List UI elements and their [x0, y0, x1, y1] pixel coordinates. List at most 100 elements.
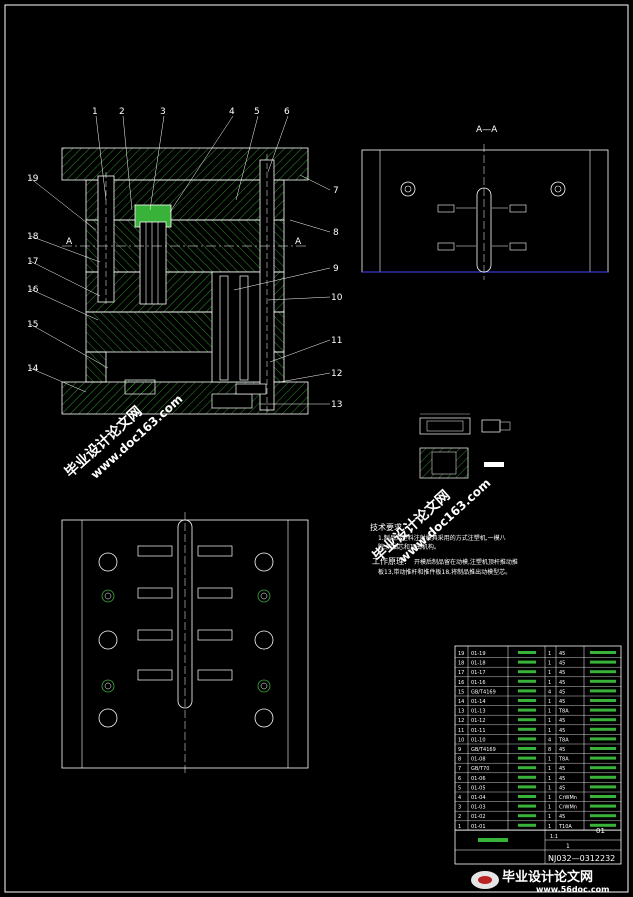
title-row-name-mark	[518, 766, 536, 770]
callout-13: 13	[331, 400, 342, 410]
title-row-cell: 45	[559, 785, 565, 791]
title-row-cell: 1	[548, 670, 551, 676]
title-row-cell: 1	[548, 814, 551, 820]
title-row-cell: 01-03	[471, 805, 486, 811]
title-row-note-mark	[590, 718, 616, 722]
title-row-cell: 01-05	[471, 785, 486, 791]
title-row-cell: 01-18	[471, 661, 486, 667]
callout-5: 5	[254, 107, 260, 117]
callout-3: 3	[160, 107, 166, 117]
title-row-name-mark	[518, 679, 536, 683]
title-row-cell: 14	[458, 699, 464, 705]
title-row-cell: 9	[458, 747, 461, 753]
title-row-cell: 1	[548, 718, 551, 724]
title-row-cell: 17	[458, 670, 464, 676]
logo-url: www.56doc.com	[536, 885, 609, 894]
title-row-cell: 16	[458, 680, 464, 686]
title-row-cell: 15	[458, 689, 464, 695]
title-row-cell: 10	[458, 737, 464, 743]
title-row-cell: 01-02	[471, 814, 486, 820]
title-row-note-mark	[590, 785, 616, 789]
title-row-cell: 45	[559, 689, 565, 695]
title-row-cell: 01-06	[471, 776, 486, 782]
title-row-cell: 01-08	[471, 757, 486, 763]
title-row-name-mark	[518, 737, 536, 741]
section-mark-left: A	[66, 237, 73, 247]
title-row-cell: T8A	[558, 737, 569, 743]
title-row-cell: 01-01	[471, 824, 486, 830]
title-row-cell: 18	[458, 661, 464, 667]
principle-line-1: 开模后制品留在动模,注塑机顶杆推动推	[414, 558, 518, 566]
title-row-cell: 4	[548, 689, 551, 695]
title-row-cell: 5	[458, 785, 461, 791]
title-row-name-mark	[518, 708, 536, 712]
title-row-cell: 01-11	[471, 728, 486, 734]
callout-8: 8	[333, 228, 339, 238]
title-row-note-mark	[590, 747, 616, 750]
section-view-a-a	[361, 144, 609, 280]
title-row-note-mark	[590, 708, 616, 712]
title-row-cell: 01-17	[471, 670, 486, 676]
title-row-name-mark	[518, 660, 536, 664]
title-row-cell: 1	[548, 661, 551, 667]
title-row-cell: 1	[548, 776, 551, 782]
callout-19: 19	[27, 174, 39, 184]
title-row-cell: 45	[559, 670, 565, 676]
title-row-cell: T10A	[558, 824, 572, 830]
title-row-note-mark	[590, 775, 616, 779]
title-row-cell: 1	[548, 805, 551, 811]
principle-line-2: 板13,带动推杆和推件板18,将制品推出动模型芯。	[378, 568, 511, 576]
callout-18: 18	[27, 232, 39, 242]
site-logo: 毕业设计论文网 www.56doc.com	[471, 869, 609, 894]
title-row-cell: 1	[548, 757, 551, 763]
title-row-note-mark	[590, 814, 616, 818]
title-row-cell: GB/T70	[471, 766, 489, 772]
title-row-cell: 4	[548, 737, 551, 743]
title-row-cell: 45	[559, 728, 565, 734]
title-row-cell: 45	[559, 651, 565, 657]
title-row-cell: 7	[458, 766, 461, 772]
title-row-name-mark	[518, 727, 536, 731]
title-row-cell: CrWMn	[559, 805, 577, 811]
callout-7: 7	[333, 186, 339, 196]
title-row-name-mark	[518, 718, 536, 722]
title-row-cell: 1	[548, 699, 551, 705]
title-row-cell: 6	[458, 776, 461, 782]
title-row-name-mark	[518, 814, 536, 818]
callout-14: 14	[27, 364, 39, 374]
title-row-cell: T8A	[558, 709, 569, 715]
title-row-cell: 45	[559, 776, 565, 782]
plan-view	[61, 512, 309, 776]
title-row-cell: 1	[548, 766, 551, 772]
title-row-cell: 1	[548, 795, 551, 801]
title-row-cell: 01-16	[471, 680, 486, 686]
title-row-cell: 13	[458, 709, 464, 715]
title-row-cell: CrWMn	[559, 795, 577, 801]
title-row-cell: 1	[548, 680, 551, 686]
title-row-cell: T8A	[558, 757, 569, 763]
title-row-cell: 01-19	[471, 651, 486, 657]
callout-17: 17	[27, 257, 38, 267]
req-title: 技术要求	[370, 522, 402, 532]
title-row-cell: 01-04	[471, 795, 486, 801]
title-row-cell: 45	[559, 814, 565, 820]
title-row-cell: 45	[559, 699, 565, 705]
title-row-cell: 1	[458, 824, 461, 830]
title-row-name-mark	[518, 670, 536, 674]
title-row-name-mark	[518, 775, 536, 779]
callout-6: 6	[284, 107, 290, 117]
title-row-cell: 45	[559, 766, 565, 772]
title-row-cell: 01-10	[471, 737, 486, 743]
title-row-note-mark	[590, 823, 616, 827]
callout-12: 12	[331, 369, 342, 379]
title-row-cell: 19	[458, 651, 464, 657]
title-row-name-mark	[518, 795, 536, 798]
title-row-cell: 45	[559, 680, 565, 686]
title-row-note-mark	[590, 689, 616, 693]
callout-2: 2	[119, 107, 125, 117]
req-line-2: 腔,侧抽芯和顶出机构。	[378, 543, 440, 551]
title-scale: 1:1	[550, 834, 558, 840]
section-view-label: A—A	[476, 125, 498, 135]
title-row-cell: 4	[458, 795, 461, 801]
drawing-border	[4, 4, 629, 893]
